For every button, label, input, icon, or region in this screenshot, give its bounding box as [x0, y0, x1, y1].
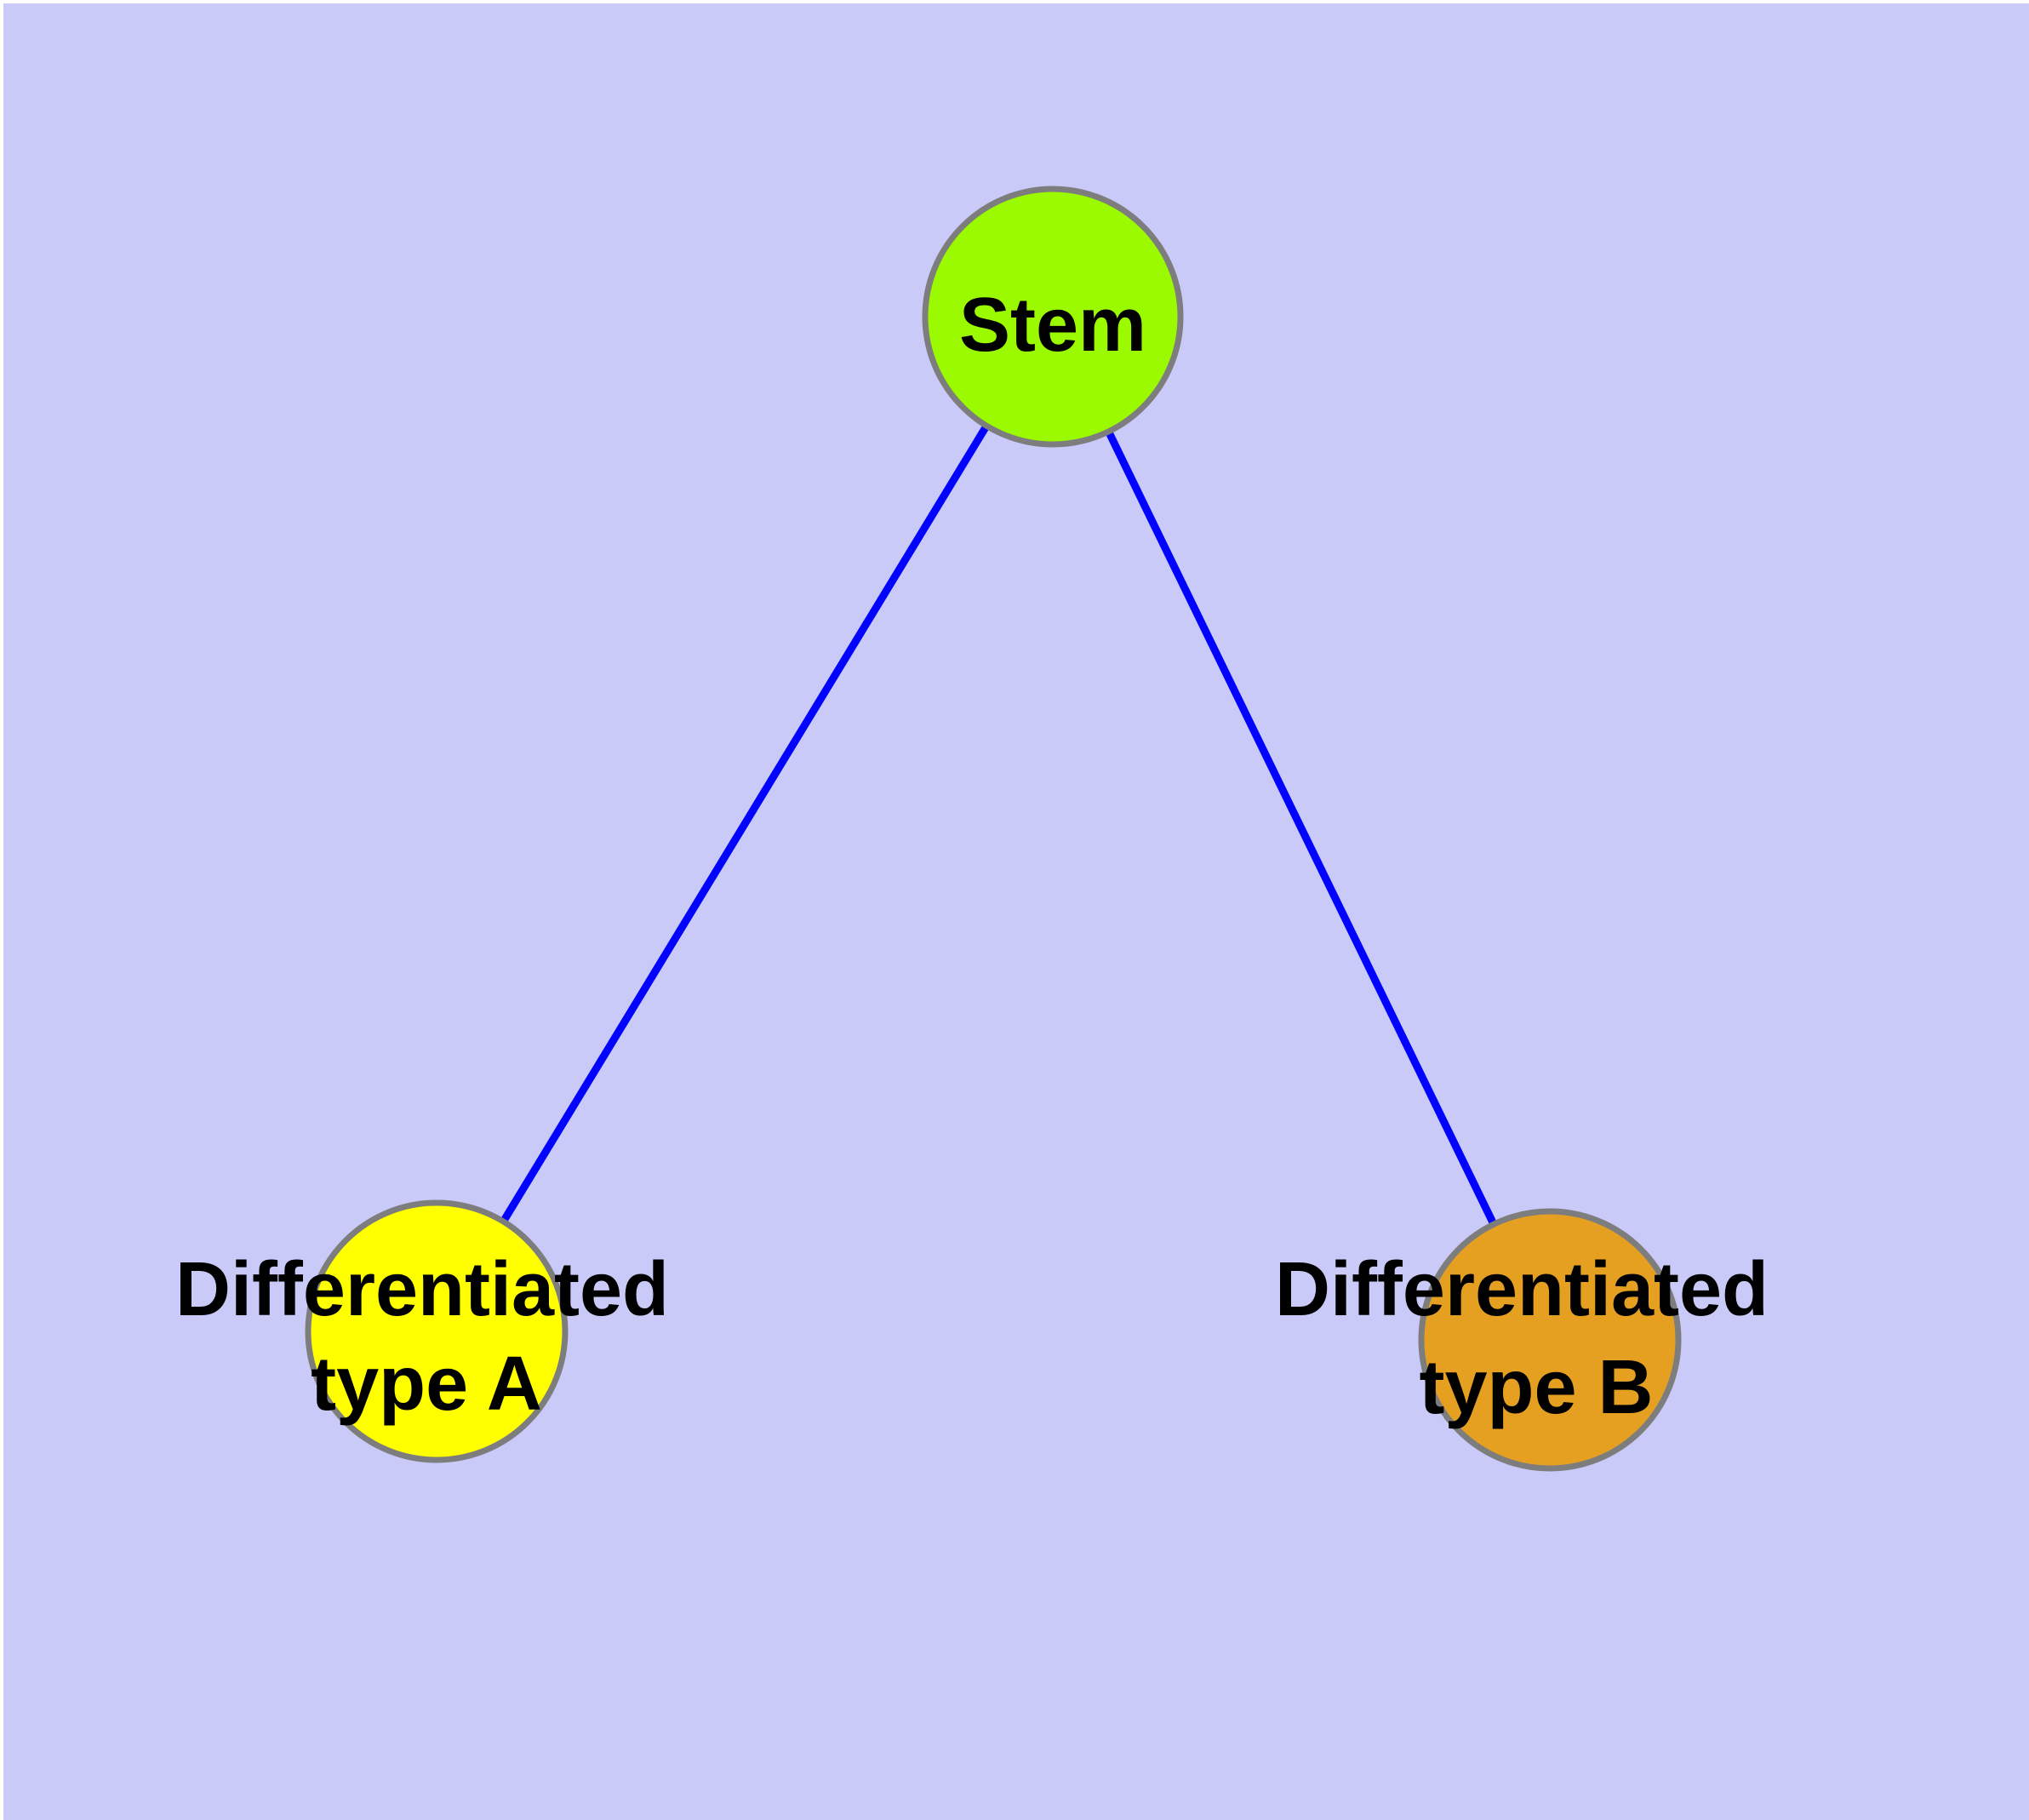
node-type-b-circle	[1418, 1208, 1682, 1472]
node-stem-label: Stem	[959, 283, 1146, 368]
node-stem-circle	[922, 186, 1184, 448]
node-type-a-label-line2: type A	[311, 1342, 542, 1427]
node-type-b-label-line2: type B	[1419, 1345, 1653, 1430]
edge-stem-to-type-b	[1049, 315, 1554, 1342]
edge-stem-to-type-a	[433, 314, 1056, 1334]
node-type-b-label-line1: Differentiated	[1275, 1247, 1769, 1332]
node-type-a-circle	[305, 1199, 569, 1463]
node-type-a-label-line1: Differentiated	[175, 1247, 669, 1332]
